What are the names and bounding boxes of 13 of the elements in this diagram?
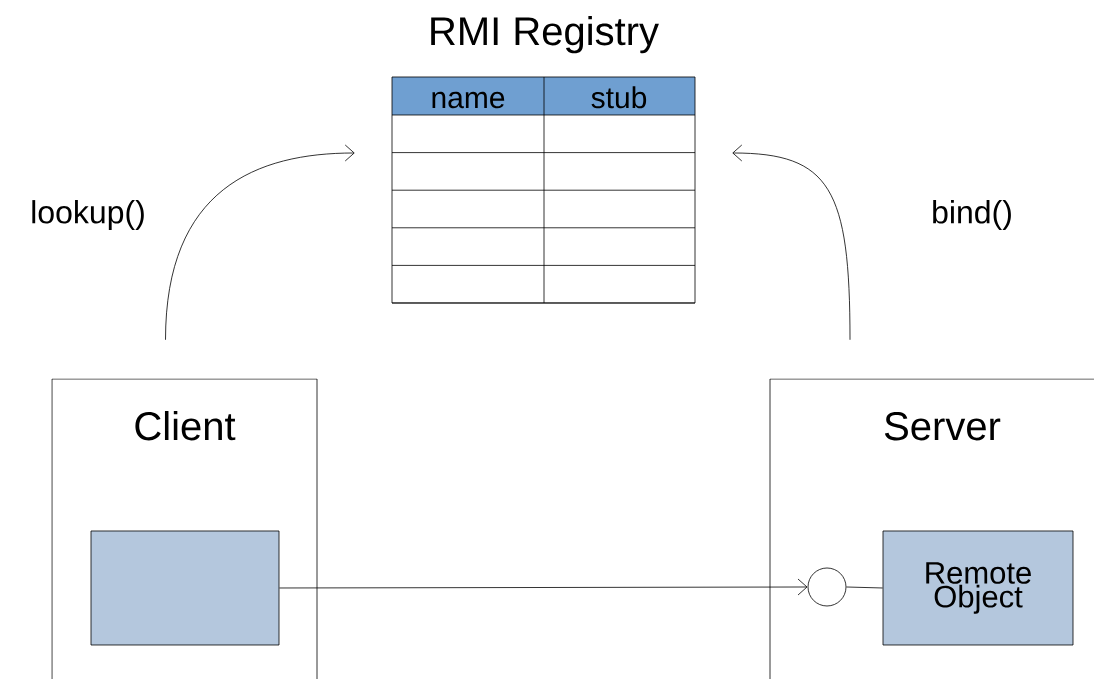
column-header: stub [591, 86, 647, 109]
curved-arrow [732, 144, 851, 341]
node-label: RMI Registry [431, 16, 659, 54]
column-header: name [432, 91, 505, 109]
connector-line [846, 586, 883, 589]
edge-label: lookup() [32, 200, 144, 230]
object-box [90, 530, 280, 646]
object-box: Remote Object [882, 530, 1074, 646]
edge-label: bind() [933, 200, 1011, 230]
curved-arrow [165, 144, 355, 341]
component-box: Client [51, 378, 318, 679]
interface-circle [807, 567, 847, 607]
arrow [279, 578, 808, 596]
